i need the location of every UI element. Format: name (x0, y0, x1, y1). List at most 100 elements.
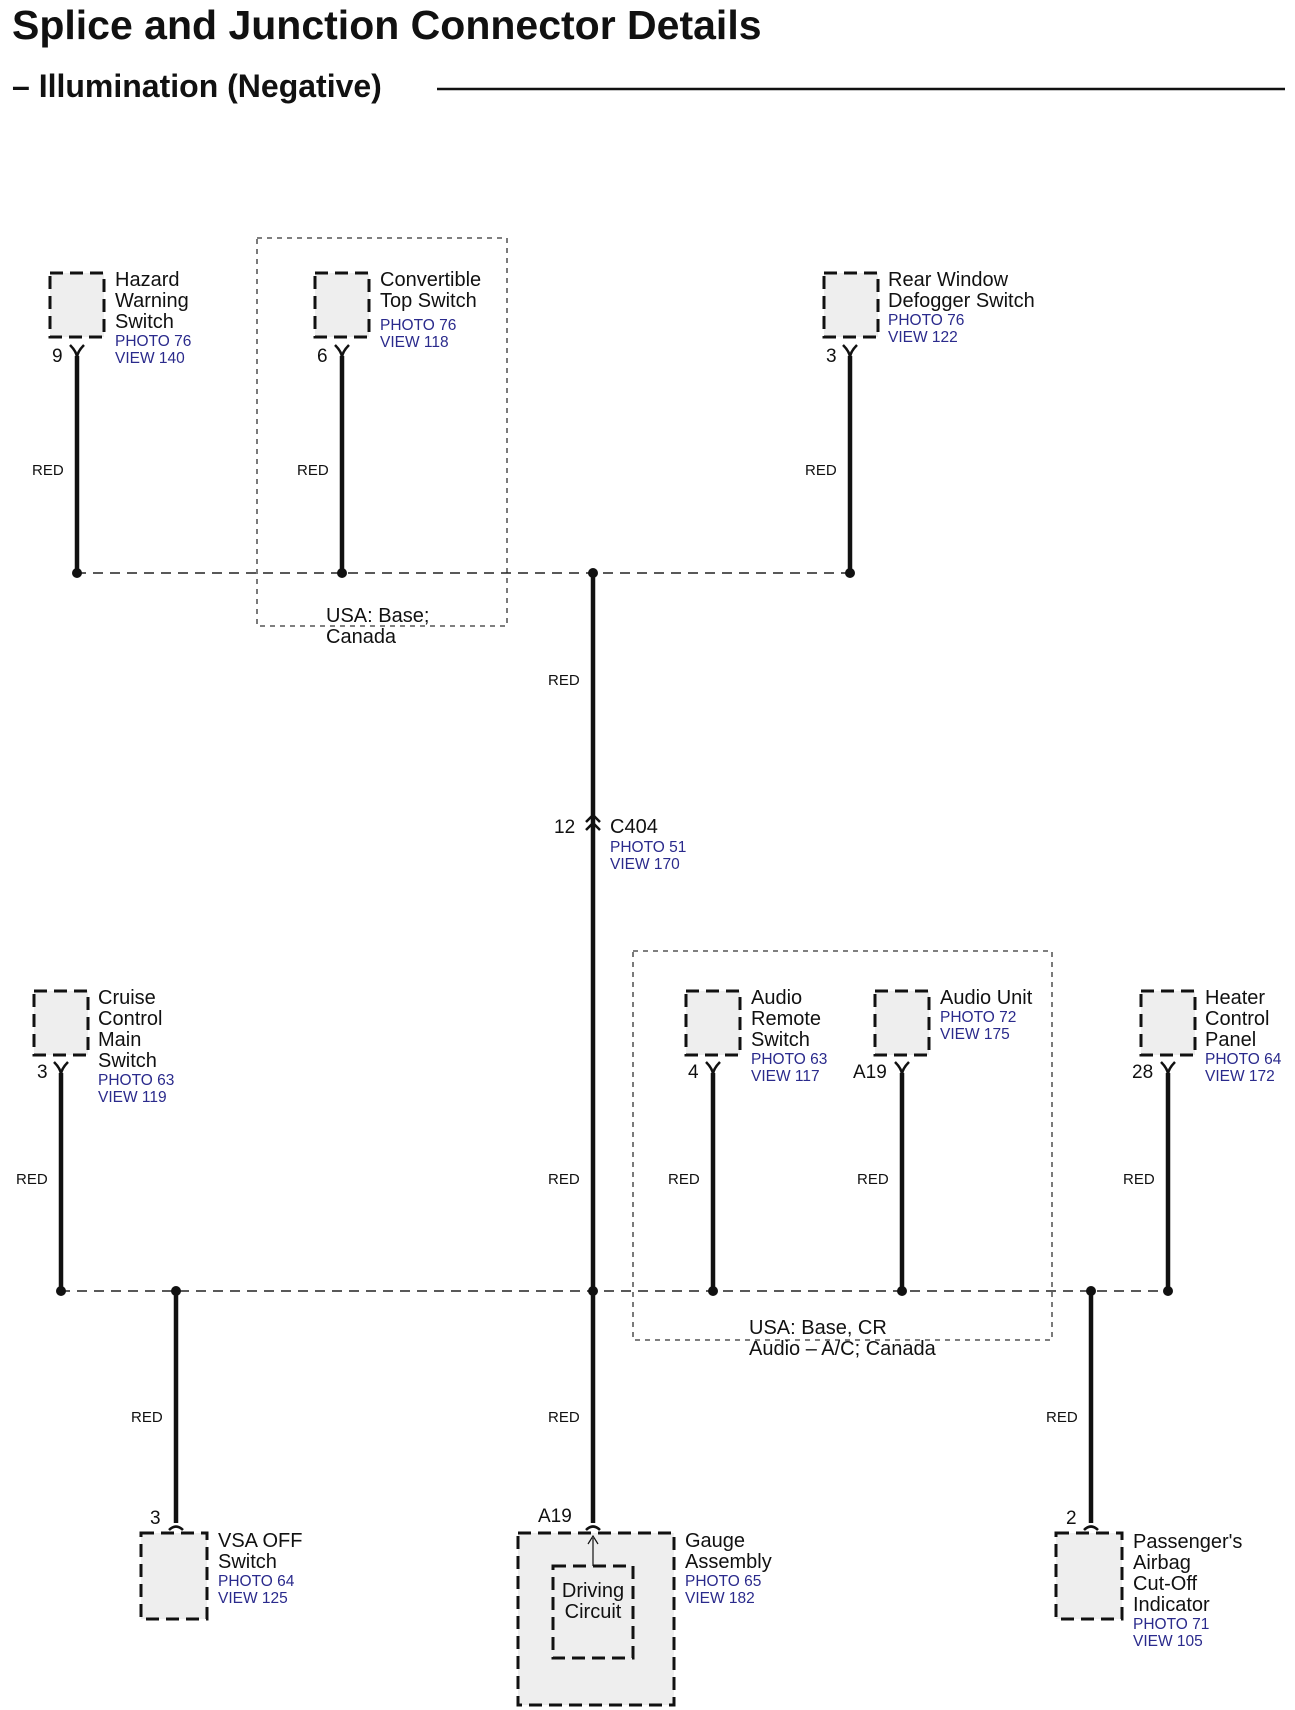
audio-remote-name-2: Remote (751, 1008, 821, 1030)
gauge-pin: A19 (538, 1506, 572, 1527)
trunk-upper-wire-color: RED (548, 672, 580, 689)
convertible-pin: 6 (317, 346, 328, 367)
defogger-photo-ref: PHOTO 76 (888, 312, 964, 329)
audio-remote-pin: 4 (688, 1062, 699, 1083)
vsa-wire-color: RED (131, 1409, 163, 1426)
c404-connector: RED 12 C404 PHOTO 51 VIEW 170 RED (548, 568, 686, 1296)
heater-photo-ref: PHOTO 64 (1205, 1051, 1282, 1068)
passenger-airbag-cutoff-indicator: RED 2 Passenger's Airbag Cut-Off Indicat… (1046, 1286, 1242, 1650)
defogger-wire-color: RED (805, 462, 837, 479)
cruise-splice-dot (56, 1286, 66, 1296)
audio-remote-switch: Audio Remote Switch PHOTO 63 VIEW 117 4 … (668, 987, 827, 1296)
convertible-top-switch: Convertible Top Switch PHOTO 76 VIEW 118… (297, 269, 481, 578)
audio-remote-box (684, 989, 742, 1057)
heater-pin: 28 (1132, 1062, 1153, 1083)
driving-circuit-label-1: Driving (562, 1580, 624, 1602)
hazard-switch-box (48, 271, 106, 339)
cruise-control-main-switch: Cruise Control Main Switch PHOTO 63 VIEW… (16, 987, 174, 1296)
heater-splice-dot (1163, 1286, 1173, 1296)
heater-name-2: Control (1205, 1008, 1269, 1030)
heater-control-panel: Heater Control Panel PHOTO 64 VIEW 172 2… (1123, 987, 1282, 1296)
vsa-terminal (168, 1525, 184, 1531)
defogger-switch-box (822, 271, 880, 339)
vsa-pin: 3 (150, 1508, 161, 1529)
hazard-name-1: Hazard (115, 269, 179, 291)
trunk-lower-wire-color: RED (548, 1171, 580, 1188)
audio-remote-splice-dot (708, 1286, 718, 1296)
gauge-view-ref: VIEW 182 (685, 1590, 755, 1607)
cruise-pin: 3 (37, 1062, 48, 1083)
cruise-name-2: Control (98, 1008, 162, 1030)
heater-view-ref: VIEW 172 (1205, 1068, 1275, 1085)
cruise-wire-color: RED (16, 1171, 48, 1188)
audio-unit-photo-ref: PHOTO 72 (940, 1009, 1016, 1026)
gauge-name-2: Assembly (685, 1551, 772, 1573)
vsa-name-2: Switch (218, 1551, 277, 1573)
c404-name: C404 (610, 816, 658, 838)
hazard-wire-color: RED (32, 462, 64, 479)
convertible-splice-dot (337, 568, 347, 578)
hazard-name-3: Switch (115, 311, 174, 333)
audio-unit-view-ref: VIEW 175 (940, 1026, 1010, 1043)
cruise-photo-ref: PHOTO 63 (98, 1072, 174, 1089)
gauge-name-1: Gauge (685, 1530, 745, 1552)
hazard-name-2: Warning (115, 290, 189, 312)
defogger-view-ref: VIEW 122 (888, 329, 958, 346)
cruise-switch-box (32, 989, 90, 1057)
convertible-switch-box (313, 271, 371, 339)
driving-circuit-arrow-icon (587, 1534, 599, 1545)
airbag-name-4: Indicator (1133, 1594, 1210, 1616)
convertible-view-ref: VIEW 118 (380, 334, 449, 351)
vsa-off-switch: RED 3 VSA OFF Switch PHOTO 64 VIEW 125 (131, 1286, 302, 1621)
airbag-pin: 2 (1066, 1508, 1077, 1529)
cruise-view-ref: VIEW 119 (98, 1089, 167, 1106)
heater-name-1: Heater (1205, 987, 1265, 1009)
driving-circuit-label-2: Circuit (565, 1601, 622, 1623)
region-usa-base-cr-audio (632, 950, 1053, 1341)
airbag-name-3: Cut-Off (1133, 1573, 1198, 1595)
region-upper-label-1: USA: Base; (326, 605, 429, 627)
heater-panel-box (1139, 989, 1197, 1057)
gauge-wire-color: RED (548, 1409, 580, 1426)
heater-wire-color: RED (1123, 1171, 1155, 1188)
region-lower-label-1: USA: Base, CR (749, 1317, 887, 1339)
vsa-switch-box (139, 1531, 209, 1621)
audio-unit-wire-color: RED (857, 1171, 889, 1188)
airbag-view-ref: VIEW 105 (1133, 1633, 1203, 1650)
airbag-indicator-box (1054, 1531, 1124, 1621)
convertible-name-2: Top Switch (380, 290, 477, 312)
audio-unit-box (873, 989, 931, 1057)
region-lower-label-2: Audio – A/C; Canada (749, 1338, 937, 1360)
gauge-assembly: RED A19 Driving Circuit Gauge Assembly P… (516, 1291, 772, 1707)
convertible-photo-ref: PHOTO 76 (380, 317, 456, 334)
defogger-pin: 3 (826, 346, 837, 367)
c404-view-ref: VIEW 170 (610, 856, 680, 873)
cruise-name-1: Cruise (98, 987, 156, 1009)
airbag-name-1: Passenger's (1133, 1531, 1242, 1553)
vsa-name-1: VSA OFF (218, 1530, 302, 1552)
c404-terminal-upper (585, 813, 601, 823)
hazard-view-ref: VIEW 140 (115, 350, 185, 367)
audio-remote-photo-ref: PHOTO 63 (751, 1051, 827, 1068)
audio-unit-pin: A19 (853, 1062, 887, 1083)
airbag-photo-ref: PHOTO 71 (1133, 1616, 1209, 1633)
convertible-wire-color: RED (297, 462, 329, 479)
c404-photo-ref: PHOTO 51 (610, 839, 686, 856)
cruise-name-3: Main (98, 1029, 141, 1051)
airbag-terminal (1083, 1525, 1099, 1531)
page-title: Splice and Junction Connector Details (12, 2, 762, 48)
audio-unit-name: Audio Unit (940, 987, 1033, 1009)
audio-remote-view-ref: VIEW 117 (751, 1068, 820, 1085)
hazard-photo-ref: PHOTO 76 (115, 333, 191, 350)
vsa-view-ref: VIEW 125 (218, 1590, 288, 1607)
audio-remote-name-1: Audio (751, 987, 802, 1009)
page-subtitle: – Illumination (Negative) (12, 68, 382, 104)
cruise-name-4: Switch (98, 1050, 157, 1072)
gauge-terminal (585, 1525, 601, 1531)
hazard-warning-switch: Hazard Warning Switch PHOTO 76 VIEW 140 … (32, 269, 191, 578)
region-usa-base-canada (256, 237, 508, 627)
defogger-name-1: Rear Window (888, 269, 1009, 291)
audio-remote-wire-color: RED (668, 1171, 700, 1188)
defogger-name-2: Defogger Switch (888, 290, 1035, 312)
